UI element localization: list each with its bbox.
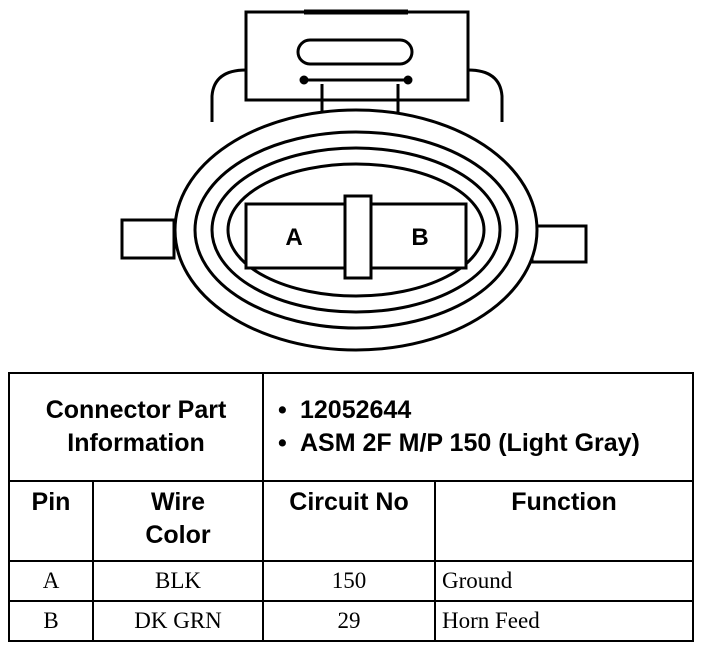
side-ear-right [530,224,588,264]
column-header-row: Pin Wire Color Circuit No Function [8,480,695,562]
side-ear-left [120,218,176,260]
col-wire-color: Wire Color [92,480,264,562]
connector-info-table: Connector Part Information 12052644 ASM … [8,372,695,642]
part-info-label: Connector Part Information [8,372,264,482]
function-cell: Ground [433,560,695,602]
col-pin: Pin [8,480,94,562]
cavity-b-label: B [411,224,428,251]
col-wire-color-line2: Color [145,521,211,549]
cavity-a-label: A [285,224,302,251]
connector-body-inner [210,146,502,314]
part-info-label-line2: Information [67,429,205,457]
circuit-no-cell: 29 [262,600,436,642]
part-info-row: Connector Part Information 12052644 ASM … [8,372,695,482]
part-info-label-line1: Connector Part [45,396,227,424]
col-function: Function [433,480,695,562]
connector-shoulder [467,68,504,122]
table-row: A BLK 150 Ground [8,560,695,602]
connector-shoulder [210,68,247,122]
col-wire-color-line1: Wire [151,488,205,516]
cavity-divider [343,194,373,280]
part-number: 12052644 [278,394,682,427]
wire-color-cell: DK GRN [92,600,264,642]
pin-cell: A [8,560,94,602]
wire-color-cell: BLK [92,560,264,602]
col-circuit-no: Circuit No [262,480,436,562]
part-info-values: 12052644 ASM 2F M/P 150 (Light Gray) [261,372,695,482]
pin-cell: B [8,600,94,642]
locking-tab [244,9,470,120]
part-description: ASM 2F M/P 150 (Light Gray) [278,427,682,460]
connector-cavity-ring [226,162,486,298]
connector-body-middle [193,130,519,330]
connector-face-diagram: A B [120,9,588,352]
part-info-list: 12052644 ASM 2F M/P 150 (Light Gray) [264,394,692,460]
table-row: B DK GRN 29 Horn Feed [8,600,695,642]
function-cell: Horn Feed [433,600,695,642]
circuit-no-cell: 150 [262,560,436,602]
